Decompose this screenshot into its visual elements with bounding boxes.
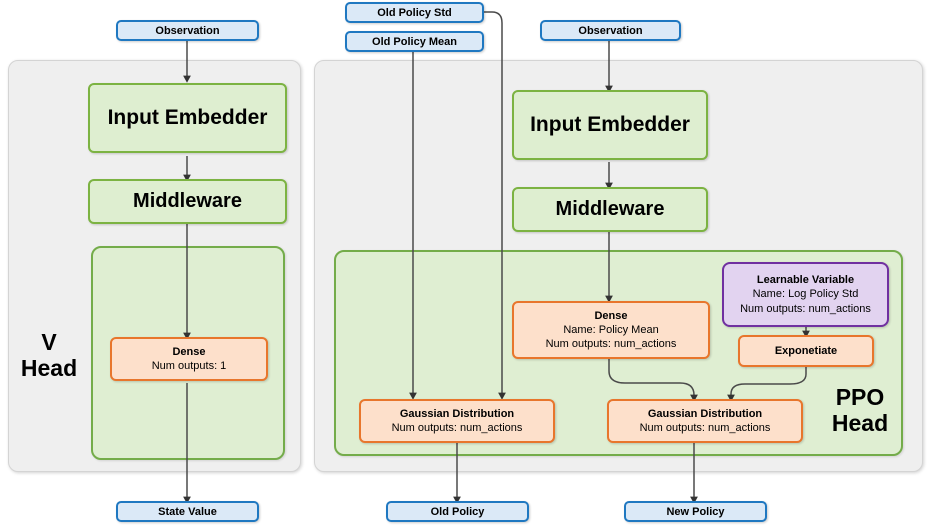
input-observation-right-label: Observation [578,24,643,37]
v-dense-num-outputs: Num outputs: 1 [151,360,227,372]
input-old-policy-mean-label: Old Policy Mean [372,35,457,48]
output-state-value-label: State Value [158,505,217,518]
ppo-middleware-label: Middleware [555,198,665,220]
output-old-policy[interactable]: Old Policy [386,501,529,522]
input-observation-left[interactable]: Observation [116,20,259,41]
ppo-gaussian-new-block[interactable]: Gaussian Distribution Num outputs: num_a… [607,399,803,443]
output-state-value[interactable]: State Value [116,501,259,522]
v-input-embedder-block[interactable]: Input Embedder [88,83,287,153]
gaussian-new-title: Gaussian Distribution [647,407,763,420]
input-old-policy-mean[interactable]: Old Policy Mean [345,31,484,52]
gaussian-old-title: Gaussian Distribution [399,407,515,420]
learnable-variable-name: Name: Log Policy Std [752,288,859,301]
ppo-gaussian-old-block[interactable]: Gaussian Distribution Num outputs: num_a… [359,399,555,443]
ppo-exponetiate-block[interactable]: Exponetiate [738,335,874,367]
ppo-dense-num-outputs: Num outputs: num_actions [545,338,677,351]
input-old-policy-std-label: Old Policy Std [377,6,452,19]
ppo-head-caption: PPO Head [831,384,889,436]
input-observation-left-label: Observation [155,24,220,37]
ppo-input-embedder-block[interactable]: Input Embedder [512,90,708,160]
output-new-policy-label: New Policy [666,505,725,518]
v-input-embedder-label: Input Embedder [107,106,268,129]
exponetiate-title: Exponetiate [774,344,838,357]
gaussian-new-num-outputs: Num outputs: num_actions [639,422,771,434]
learnable-variable-num-outputs: Num outputs: num_actions [740,302,871,315]
ppo-input-embedder-label: Input Embedder [530,113,690,136]
v-middleware-block[interactable]: Middleware [88,179,287,224]
output-old-policy-label: Old Policy [430,505,485,518]
ppo-dense-title: Dense [594,309,628,322]
v-head-caption: V Head [20,329,78,381]
gaussian-old-num-outputs: Num outputs: num_actions [391,422,523,434]
v-dense-block[interactable]: Dense Num outputs: 1 [110,337,268,381]
input-observation-right[interactable]: Observation [540,20,681,41]
learnable-variable-title: Learnable Variable [756,274,855,287]
input-old-policy-std[interactable]: Old Policy Std [345,2,484,23]
v-middleware-label: Middleware [133,190,242,212]
v-dense-title: Dense [172,345,206,358]
output-new-policy[interactable]: New Policy [624,501,767,522]
ppo-dense-name: Name: Policy Mean [563,323,659,336]
ppo-dense-policy-mean-block[interactable]: Dense Name: Policy Mean Num outputs: num… [512,301,710,359]
ppo-middleware-block[interactable]: Middleware [512,187,708,232]
ppo-learnable-variable-block[interactable]: Learnable Variable Name: Log Policy Std … [722,262,889,327]
